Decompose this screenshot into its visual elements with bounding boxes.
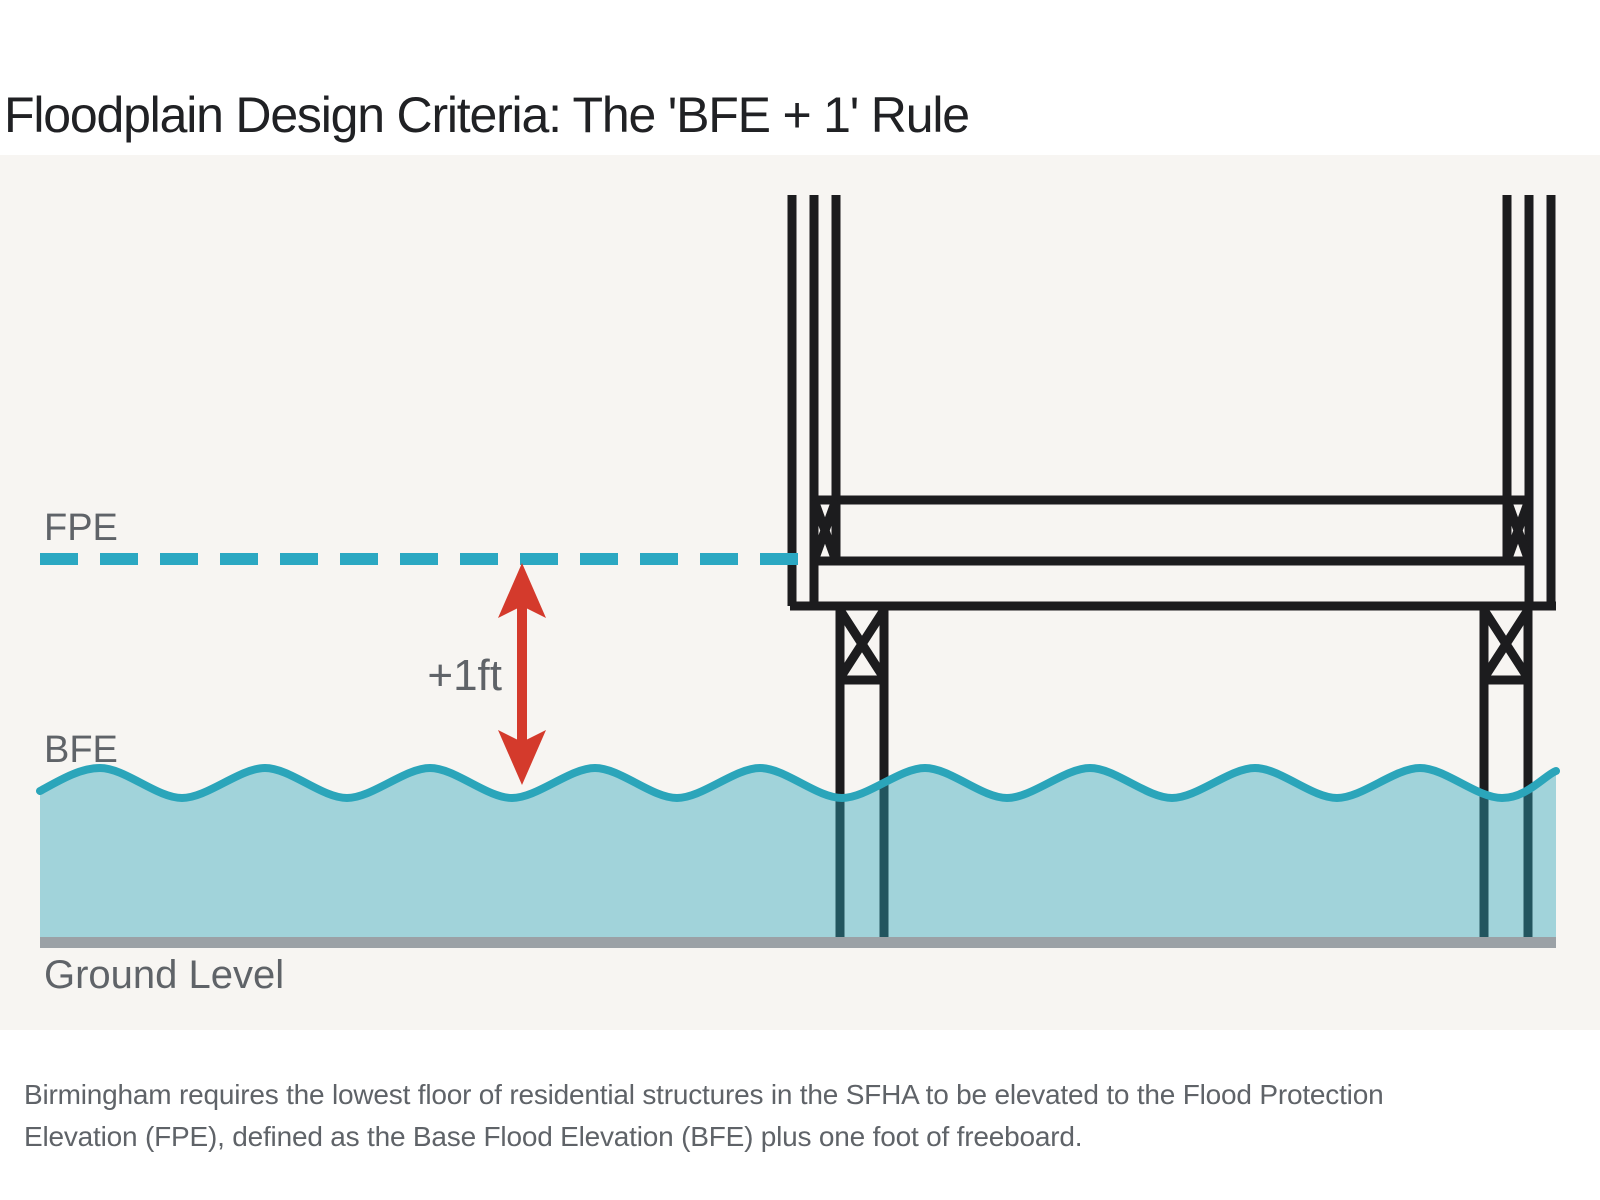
- water-surface-line: [36, 763, 1560, 803]
- left-pier: [835, 606, 889, 939]
- ground-line: [40, 937, 1556, 948]
- flood-water: [36, 763, 1560, 937]
- floor-x-brace-left: [809, 498, 841, 563]
- arrow-head-up-icon: [498, 563, 546, 618]
- floodplain-diagram-canvas: FPE BFE +1ft Ground Level: [36, 195, 1560, 997]
- freeboard-label: +1ft: [427, 651, 502, 700]
- floodplain-diagram: FPE BFE +1ft Ground Level: [0, 155, 1600, 1030]
- arrow-head-down-icon: [498, 730, 546, 785]
- floor-x-brace-right: [1502, 498, 1534, 563]
- floor-band: [814, 495, 1529, 566]
- water-fill: [40, 768, 1556, 937]
- freeboard-arrow: [498, 563, 546, 785]
- arrow-shaft: [517, 600, 527, 748]
- bfe-label: BFE: [44, 729, 118, 771]
- diagram-caption: Birmingham requires the lowest floor of …: [24, 1079, 1384, 1152]
- building-structure: [787, 195, 1556, 939]
- page-title: Floodplain Design Criteria: The 'BFE + 1…: [4, 86, 970, 143]
- ground-level-label: Ground Level: [44, 953, 284, 997]
- fpe-label: FPE: [44, 507, 118, 549]
- right-pier: [1479, 606, 1533, 939]
